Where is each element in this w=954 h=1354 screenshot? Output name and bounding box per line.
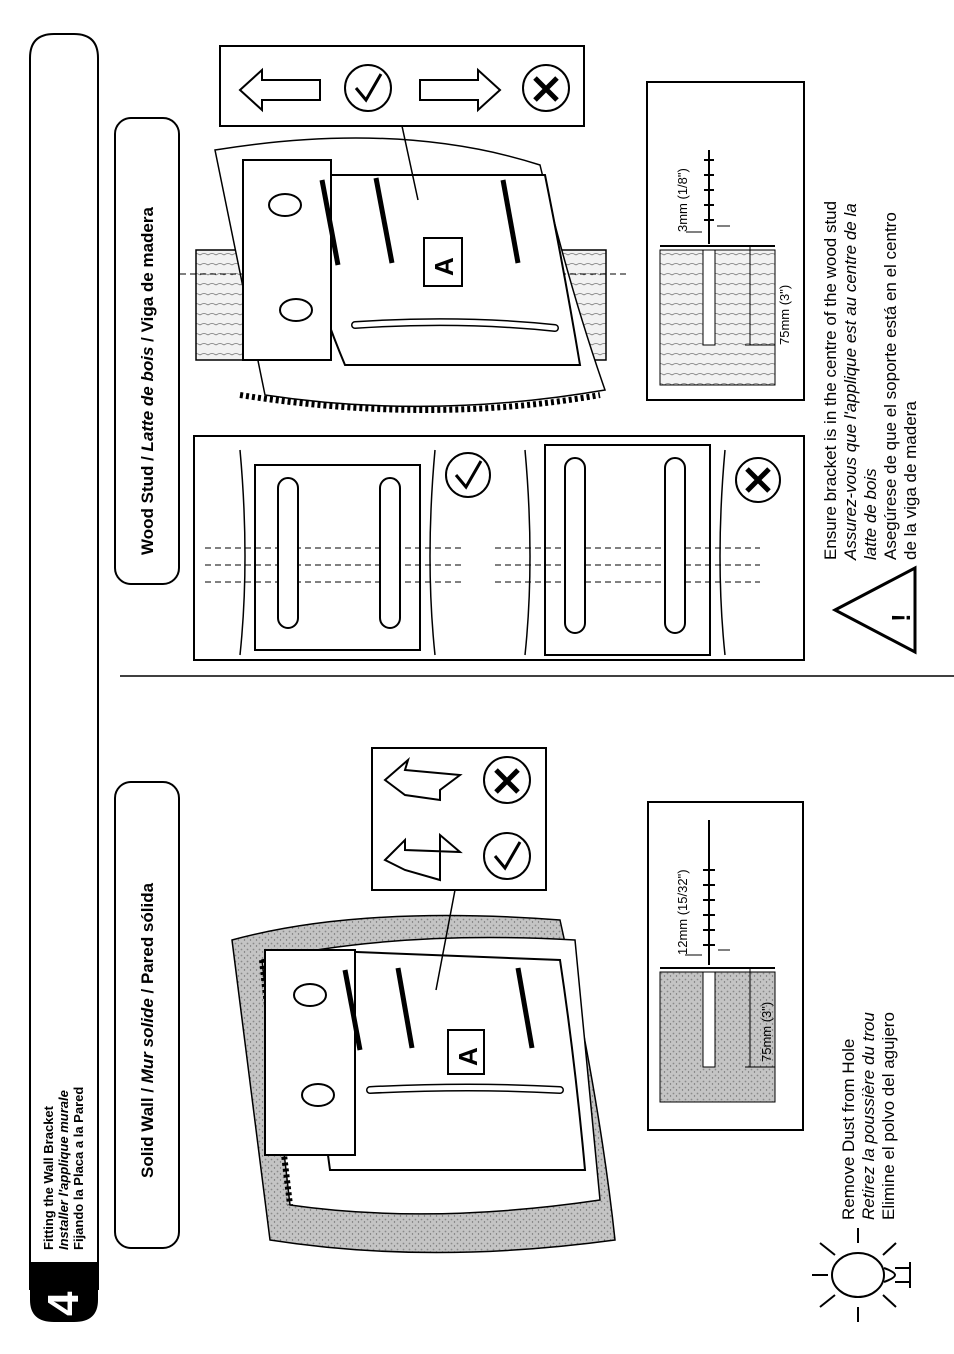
check-icon	[483, 832, 531, 880]
stud-centering-comparison	[193, 435, 805, 661]
solid-wall-heading-en: Solid Wall /	[138, 1083, 157, 1178]
bracket-label-box	[423, 237, 463, 287]
warning-es-2: de la viga de madera	[901, 401, 920, 560]
wood-stud-heading: Wood Stud / Latte de bois / Viga de made…	[138, 207, 157, 555]
warning-symbol: !	[886, 613, 916, 622]
step-sidebar	[29, 33, 99, 1322]
solid-wall-drill-depth: 75mm (3")	[759, 1001, 774, 1062]
wood-stud-illustration	[180, 45, 630, 413]
wood-stud-heading-pill	[114, 117, 180, 585]
solid-wall-heading: Solid Wall / Mur solide / Pared sólida	[138, 882, 157, 1178]
wood-stud-drill-detail	[646, 81, 805, 401]
wood-stud-heading-es: / Viga de madera	[138, 207, 157, 347]
solid-wall-drill-detail	[647, 801, 804, 1131]
check-icon	[344, 64, 392, 112]
bracket-label-box	[447, 1029, 485, 1075]
solid-wall-heading-es: / Pared sólida	[138, 882, 157, 999]
step-number: 4	[39, 1291, 88, 1316]
solid-wall-heading-fr: Mur solide	[138, 998, 157, 1084]
tip-es: Elimine el polvo del agujero	[879, 1012, 898, 1220]
warning-en: Ensure bracket is in the centre of the w…	[821, 200, 840, 560]
wood-stud-heading-fr: Latte de bois	[138, 346, 157, 452]
solid-wall-illustration	[231, 747, 616, 1254]
warning-es-1: Asegúrese de que el soporte está en el c…	[881, 212, 900, 560]
wood-stud-heading-en: Wood Stud /	[138, 451, 157, 555]
solid-wall-drill-size: 12mm (15/32")	[675, 869, 690, 955]
tip-fr: Retirez la poussière du trou	[859, 1012, 878, 1220]
step-title-fr: Installer l'applique murale	[56, 1090, 71, 1250]
step-title-es: Fijando la Placa a la Pared	[71, 1086, 86, 1250]
wood-stud-bracket-label: A	[429, 257, 459, 276]
lightbulb-icon	[812, 1228, 911, 1322]
wood-stud-drill-size: 3mm (1/8")	[675, 168, 690, 232]
warning-triangle-icon	[831, 565, 917, 655]
warning-fr-1: Assurez-vous que l'applique est au centr…	[841, 203, 860, 560]
wood-stud-drill-depth: 75mm (3")	[777, 284, 792, 345]
tip-en: Remove Dust from Hole	[839, 1038, 858, 1220]
warning-fr-2: latte de bois	[861, 468, 880, 560]
check-icon	[445, 452, 491, 498]
solid-wall-bracket-label: A	[453, 1047, 483, 1066]
step-title-en: Fitting the Wall Bracket	[41, 1106, 56, 1250]
solid-wall-heading-pill	[114, 781, 180, 1249]
